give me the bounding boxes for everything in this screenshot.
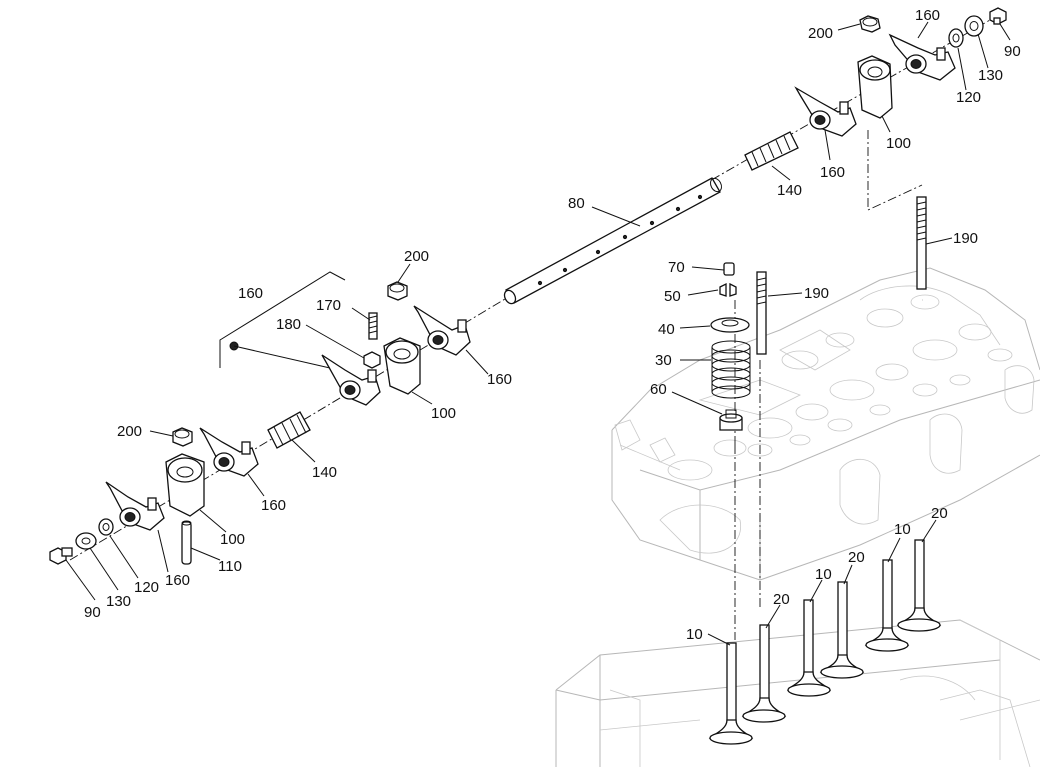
valve-stem-seal	[719, 409, 743, 431]
leader-lines	[65, 21, 1011, 646]
valve-6	[896, 539, 942, 632]
valve-5	[864, 559, 910, 652]
valve-1	[708, 642, 754, 745]
valve-4	[819, 581, 865, 679]
valve-spring	[711, 340, 751, 399]
callout-140-upper: 140	[777, 182, 802, 199]
engine-block-ghost	[555, 619, 1040, 767]
callout-100-top: 100	[886, 135, 911, 152]
callout-160-lower-right: 160	[261, 497, 286, 514]
callout-20-a: 20	[773, 591, 790, 608]
washer-120-top	[948, 28, 964, 48]
valve-2	[741, 624, 787, 723]
nut-lower	[172, 427, 193, 447]
callout-200-mid: 200	[404, 248, 429, 265]
assembly-bracket	[219, 271, 346, 369]
rocker-bracket-lower	[165, 453, 205, 517]
washer-130-top	[964, 15, 984, 37]
stud-bolt-short	[756, 271, 767, 355]
callout-10-c: 10	[894, 521, 911, 538]
bolt-90-lower	[49, 547, 73, 565]
adjusting-stud	[368, 312, 378, 340]
callout-90-top: 90	[1004, 43, 1021, 60]
callout-190-short: 190	[804, 285, 829, 302]
callout-40: 40	[658, 321, 675, 338]
callout-50: 50	[664, 288, 681, 305]
callout-60: 60	[650, 381, 667, 398]
rocker-arm-lower-right	[199, 427, 259, 477]
callout-160-top: 160	[915, 7, 940, 24]
adjusting-nut	[363, 351, 381, 369]
callout-120-top: 120	[956, 89, 981, 106]
callout-200-lower: 200	[117, 423, 142, 440]
callout-20-b: 20	[848, 549, 865, 566]
callout-190-long: 190	[953, 230, 978, 247]
rocker-arm-mid-right	[413, 305, 471, 356]
spring-retainer	[710, 317, 750, 333]
rocker-arm-mid-left	[321, 354, 381, 406]
callout-130-lower: 130	[106, 593, 131, 610]
valve-cap	[723, 262, 735, 276]
callout-160-lower-left: 160	[165, 572, 190, 589]
rocker-arm-upper-mid	[794, 86, 857, 137]
callout-10-b: 10	[815, 566, 832, 583]
callout-90-lower: 90	[84, 604, 101, 621]
callout-30: 30	[655, 352, 672, 369]
rocker-bracket-top	[857, 55, 893, 119]
rocker-shaft	[503, 177, 723, 305]
callout-160-upper-mid: 160	[820, 164, 845, 181]
callout-labels: 200 160 90 130 120 100 160 140 80 190 70…	[84, 7, 1021, 643]
dowel-pin	[181, 520, 192, 565]
callout-20-c: 20	[931, 505, 948, 522]
callout-10-a: 10	[686, 626, 703, 643]
valve-collet	[719, 282, 737, 297]
bolt-90-top	[989, 7, 1007, 25]
rocker-arm-lower-left	[105, 481, 165, 531]
rocker-arm-top-right	[888, 33, 956, 81]
callout-70: 70	[668, 259, 685, 276]
rocker-bracket-mid	[383, 337, 421, 395]
cylinder-head-ghost	[611, 267, 1040, 581]
callout-120-lower: 120	[134, 579, 159, 596]
washer-120-lower	[98, 518, 114, 536]
valve-3	[786, 599, 832, 697]
callout-100-mid: 100	[431, 405, 456, 422]
callout-140-lower: 140	[312, 464, 337, 481]
nut-mid	[387, 281, 408, 301]
callout-160-mid-right: 160	[487, 371, 512, 388]
shaft-spring-lower	[267, 411, 311, 449]
stud-bolt-long	[916, 196, 927, 290]
callout-80: 80	[568, 195, 585, 212]
callout-170: 170	[316, 297, 341, 314]
callout-110: 110	[218, 558, 242, 575]
nut-top	[859, 15, 881, 33]
callout-180: 180	[276, 316, 301, 333]
callout-130-top: 130	[978, 67, 1003, 84]
washer-130-lower	[75, 532, 97, 550]
callout-100-lower: 100	[220, 531, 245, 548]
callout-200-top: 200	[808, 25, 833, 42]
callout-160-assembly: 160	[238, 285, 263, 302]
shaft-spring-upper	[744, 131, 799, 171]
